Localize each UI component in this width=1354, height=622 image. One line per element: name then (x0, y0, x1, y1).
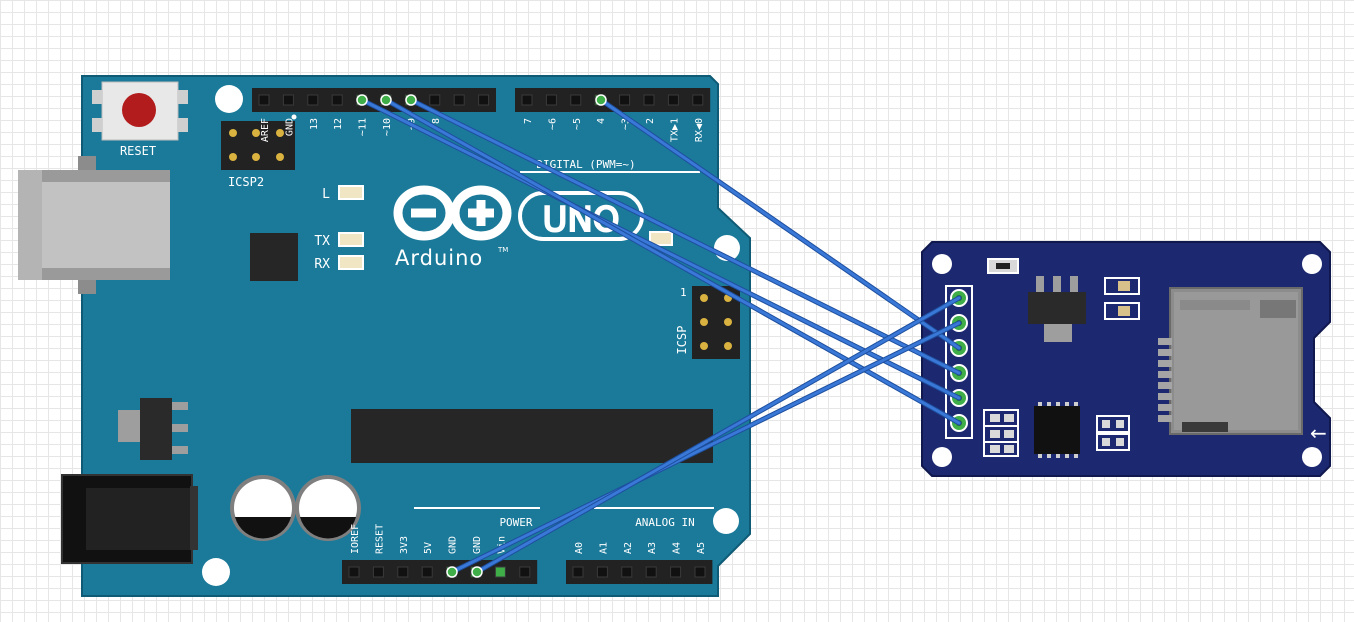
pin-label: A5 (696, 542, 707, 554)
pin-label: ~11 (358, 118, 369, 136)
uno-led-on (649, 231, 673, 246)
micro-sd-card-module[interactable]: ← (921, 241, 1331, 477)
led-l (338, 185, 364, 200)
electrolytic-capacitor (230, 475, 296, 541)
wire-endpoint[interactable] (380, 94, 392, 106)
pin-label: ~5 (572, 118, 583, 130)
smd-capacitor-pair (1096, 415, 1130, 451)
jumper-wire[interactable] (475, 296, 961, 574)
pin-label: 12 (333, 118, 344, 130)
usb-interface-chip (250, 233, 298, 281)
mounting-hole (932, 254, 952, 274)
pin-label: IOREF (350, 524, 361, 554)
icsp-header (692, 286, 740, 359)
jumper-wires[interactable] (356, 94, 962, 578)
reset-button[interactable] (92, 81, 188, 141)
jumper-wire[interactable] (599, 98, 961, 350)
pin-label: RX◀0 (694, 118, 705, 142)
jumper-wire[interactable] (450, 321, 961, 574)
digital-label: DIGITAL (PWM=~) (536, 158, 635, 171)
wire-endpoint[interactable] (446, 566, 458, 578)
pin-label: ~10 (382, 118, 393, 136)
pin-label: GND (448, 536, 459, 554)
pin-label: 7 (523, 118, 534, 124)
pin-label: GND (472, 536, 483, 554)
pin-label: A0 (574, 542, 585, 554)
arduino-logo-icon (393, 185, 512, 241)
smd-resistor-array-bodies (990, 414, 1014, 453)
arduino-uno-board[interactable]: RESET ICSP2 L TX RX Arduino TM (18, 75, 751, 597)
electrolytic-capacitor (295, 475, 361, 541)
mounting-hole (215, 85, 243, 113)
microsd-card-slot (1158, 287, 1303, 435)
sd-pin-header (945, 285, 973, 439)
smd-resistor-array (983, 409, 1019, 457)
mounting-hole (1302, 447, 1322, 467)
atmega-microcontroller (351, 409, 713, 463)
mounting-hole (932, 447, 952, 467)
analog-label: ANALOG IN (635, 516, 695, 529)
wire-endpoint[interactable] (471, 566, 483, 578)
jumper-wire[interactable] (360, 98, 961, 400)
led-tx-label: TX (314, 234, 330, 249)
voltage-regulator (118, 398, 188, 460)
pin-label: 3V3 (399, 536, 410, 554)
jumper-wire[interactable] (409, 98, 961, 375)
arduino-logo-text: Arduino (395, 246, 483, 270)
wire-endpoint[interactable] (405, 94, 417, 106)
reset-label: RESET (120, 144, 156, 158)
pin-label: AREF (260, 118, 271, 142)
dc-power-jack (61, 474, 198, 564)
icsp-pin1-marker: 1 (680, 286, 687, 299)
pin-label: A3 (647, 542, 658, 554)
pin-label: A1 (598, 542, 609, 554)
icsp2-label: ICSP2 (228, 175, 264, 189)
arduino-board-outline (81, 75, 751, 597)
led-l-label: L (322, 187, 330, 202)
arduino-logo-tm: TM (497, 246, 508, 254)
pin-label: A4 (672, 542, 683, 554)
led-rx-label: RX (314, 257, 330, 272)
pin-label: ~3 (621, 118, 632, 130)
led-tx (338, 232, 364, 247)
mounting-hole (1302, 254, 1322, 274)
led-rx (338, 255, 364, 270)
mounting-hole (202, 558, 230, 586)
power-label: POWER (499, 516, 532, 529)
pin-label: RESET (374, 524, 385, 554)
usb-connector (18, 156, 170, 294)
analog-header: A0 A1 A2 A3 A4 A5 (566, 542, 713, 584)
smd-capacitor (1104, 302, 1140, 320)
pin-label: GND (284, 118, 295, 136)
smd-capacitor (1104, 277, 1140, 295)
pin-label: 2 (645, 118, 656, 124)
icsp2-header (221, 114, 297, 170)
smd-component-body (996, 263, 1010, 269)
wire-endpoint[interactable] (595, 94, 607, 106)
pin-label: 4 (596, 118, 607, 124)
level-shifter-ic (1034, 402, 1080, 458)
pin-label: 5V (423, 542, 434, 554)
wire-endpoint[interactable] (356, 94, 368, 106)
pin-label: TX▶1 (669, 118, 680, 142)
pin-label: 8 (431, 118, 442, 124)
sd-voltage-regulator (1028, 276, 1086, 342)
pin-label: 13 (309, 118, 320, 130)
pin-label: A2 (623, 542, 634, 554)
mounting-hole (713, 508, 739, 534)
sd-arrow-icon: ← (1310, 421, 1327, 445)
icsp-label: ICSP (675, 326, 689, 355)
pin-label: ~6 (547, 118, 558, 130)
